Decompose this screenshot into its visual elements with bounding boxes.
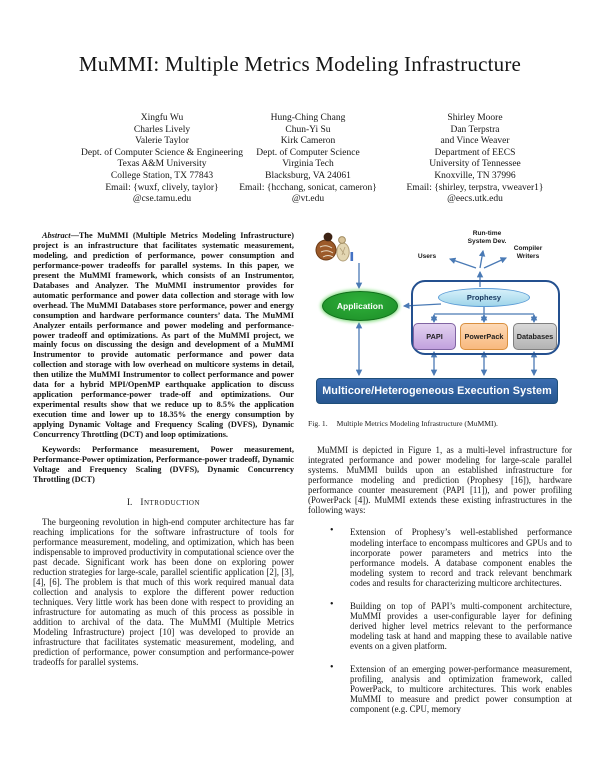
author-email: Email: {wuxf, clively, taylor} — [105, 182, 219, 193]
keywords-paragraph: Keywords: Performance measurement, Power… — [33, 445, 294, 484]
author-block-2: Hung-Ching Chang Chun-Yi Su Kirk Cameron… — [203, 113, 413, 206]
runtime-system-dev-label: Run-time System Dev. — [467, 230, 507, 245]
author-name: Charles Lively — [133, 124, 191, 135]
author-affiliation: Texas A&M University — [117, 159, 207, 170]
author-name: Kirk Cameron — [280, 136, 336, 147]
section-title: Introduction — [140, 497, 201, 508]
author-affiliation: University of Tennessee — [429, 159, 521, 170]
databases-node: Databases — [513, 323, 557, 350]
author-name: Hung-Ching Chang — [270, 113, 346, 123]
author-email: Email: {shirley, terpstra, vweaver1} — [406, 182, 544, 193]
abstract-label: Abstract — [42, 231, 71, 240]
author-name: Chun-Yi Su — [285, 124, 331, 135]
author-name: Xingfu Wu — [140, 113, 184, 123]
users-label: Users — [417, 253, 437, 260]
users-clipart-icon — [315, 232, 354, 262]
author-affiliation: Dept. of Computer Science & Engineering — [81, 147, 243, 158]
author-name: Dan Terpstra — [450, 124, 500, 135]
figure-arrow-lines — [355, 249, 538, 377]
application-node: Application — [322, 291, 398, 321]
intro-paragraph: The burgeoning revolution in high-end co… — [33, 516, 294, 668]
list-item: Extension of Prophesy’s well-established… — [308, 526, 572, 588]
section-number: I. — [126, 497, 133, 508]
compiler-writers-label: Compiler Writers — [513, 245, 543, 260]
list-item: Building on top of PAPI’s multi-componen… — [308, 600, 572, 652]
execution-system-bar: Multicore/Heterogeneous Execution System — [316, 378, 558, 404]
author-block-1: Xingfu Wu Charles Lively Valerie Taylor … — [52, 113, 272, 206]
left-column: Abstract—The MuMMI (Multiple Metrics Mod… — [33, 231, 294, 668]
author-name: Valerie Taylor — [135, 136, 189, 147]
figure-caption-text: Multiple Metrics Modeling Infrastructure… — [336, 419, 498, 428]
author-affiliation: Virginia Tech — [282, 159, 334, 170]
papi-node: PAPI — [413, 323, 456, 350]
author-name: and Vince Weaver — [440, 136, 510, 147]
author-name: Shirley Moore — [447, 113, 503, 123]
abstract-paragraph: Abstract—The MuMMI (Multiple Metrics Mod… — [33, 231, 294, 440]
author-email: @eecs.utk.edu — [447, 194, 503, 205]
right-column: Run-time System Dev. Users Compiler Writ… — [308, 230, 572, 727]
figure-caption-tag: Fig. 1. — [308, 419, 328, 428]
author-affiliation: College Station, TX 77843 — [110, 170, 214, 181]
author-affiliation: Department of EECS — [434, 147, 516, 158]
paper-title: MuMMI: Multiple Metrics Modeling Infrast… — [78, 52, 522, 76]
author-blocks: Xingfu Wu Charles Lively Valerie Taylor … — [0, 113, 600, 223]
abstract-text: —The MuMMI (Multiple Metrics Modeling In… — [33, 231, 294, 440]
author-email: @vt.edu — [291, 194, 325, 205]
author-affiliation: Knoxville, TN 37996 — [434, 170, 516, 181]
prophesy-node: Prophesy — [438, 288, 530, 307]
author-email: @cse.tamu.edu — [132, 194, 192, 205]
author-affiliation: Dept. of Computer Science — [256, 147, 360, 158]
author-email: Email: {hcchang, sonicat, cameron} — [239, 182, 377, 193]
powerpack-node: PowerPack — [460, 323, 508, 350]
section-heading-introduction: I. Introduction — [33, 498, 294, 508]
list-item: Extension of an emerging power-performan… — [308, 663, 572, 715]
figure-1-diagram: Run-time System Dev. Users Compiler Writ… — [308, 230, 572, 414]
mummi-overview-paragraph: MuMMI is depicted in Figure 1, as a mult… — [308, 445, 572, 516]
author-affiliation: Blacksburg, VA 24061 — [265, 170, 351, 181]
extension-bullet-list: Extension of Prophesy’s well-established… — [308, 526, 572, 715]
author-block-3: Shirley Moore Dan Terpstra and Vince Wea… — [370, 113, 580, 206]
figure-caption: Fig. 1. Multiple Metrics Modeling Infrast… — [308, 419, 572, 428]
